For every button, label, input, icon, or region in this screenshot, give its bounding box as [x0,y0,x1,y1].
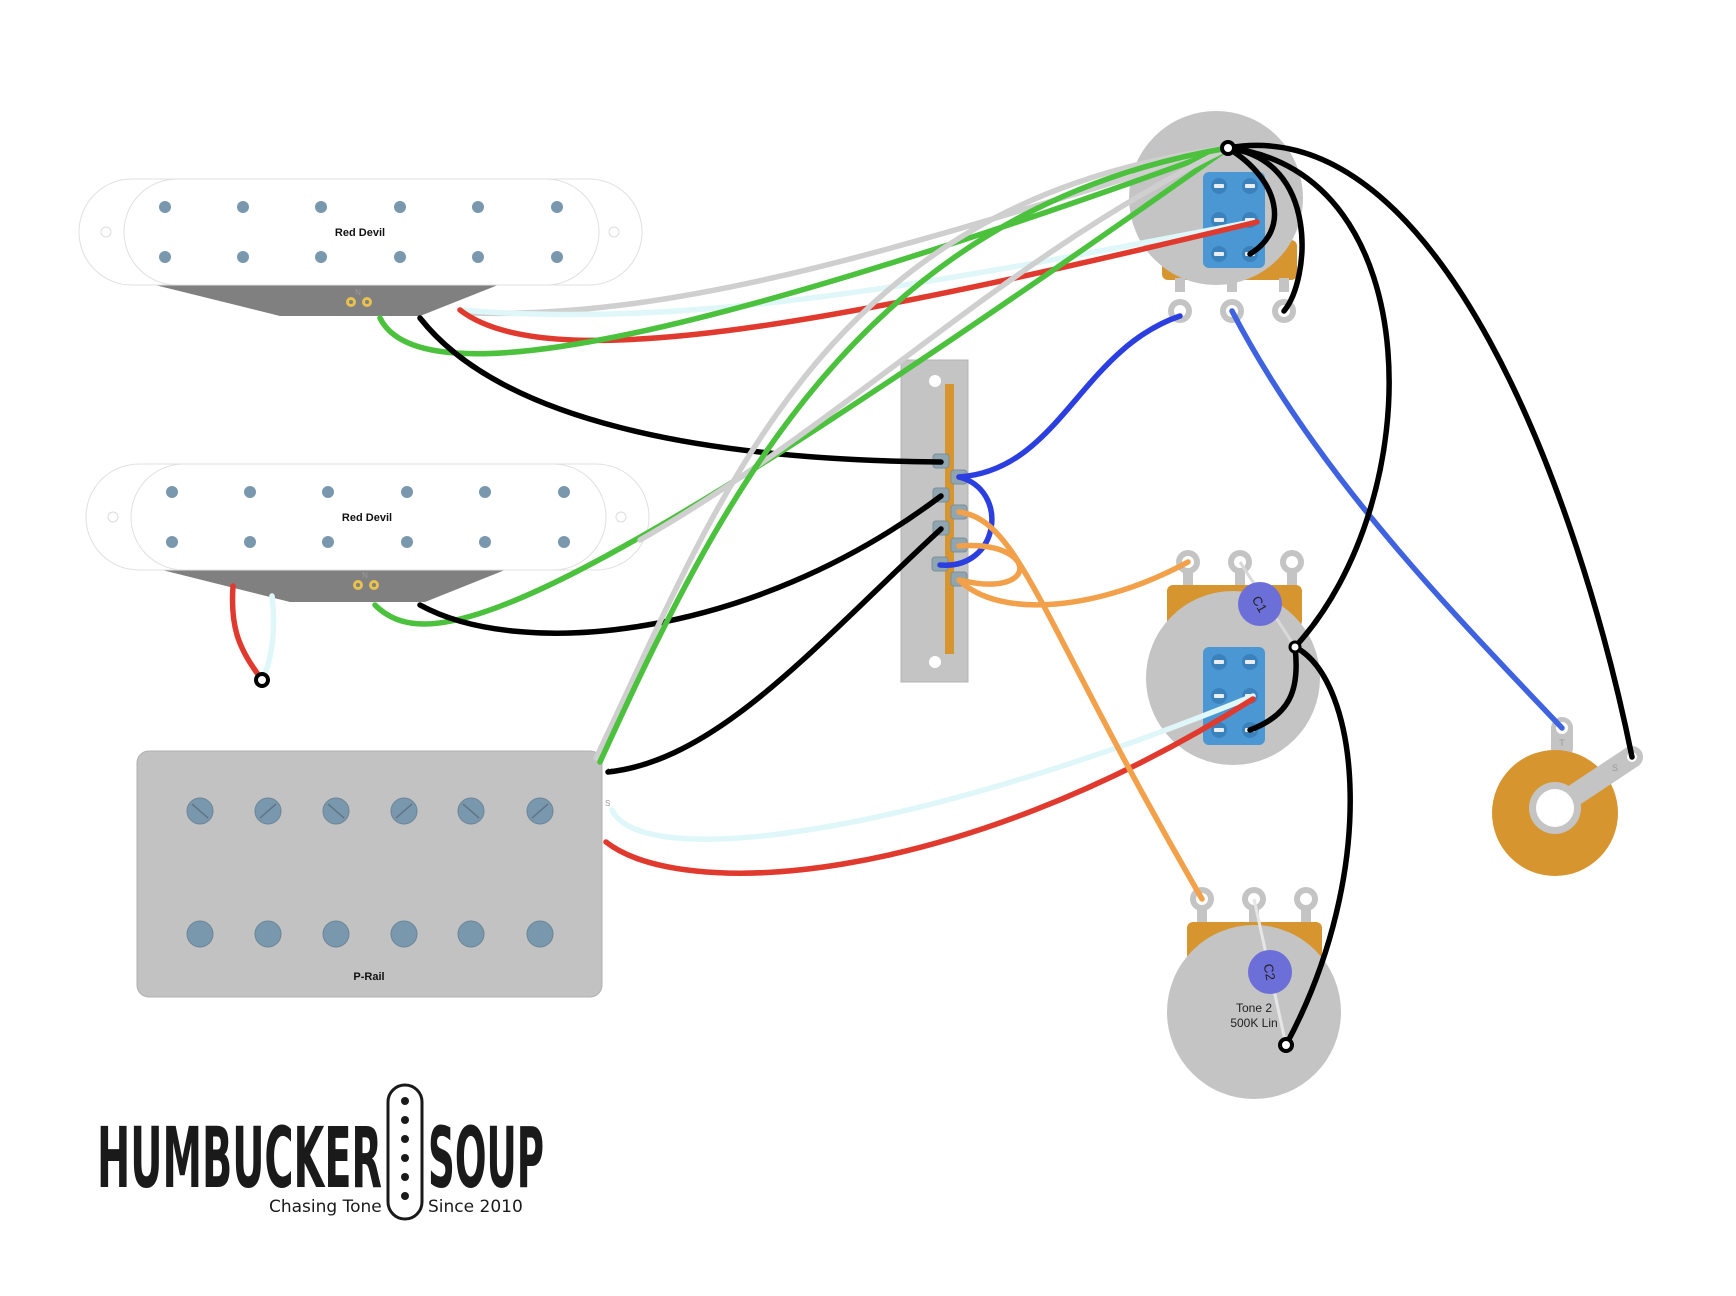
middle-pickup-label: Red Devil [342,512,392,524]
logo-word-right: SOUP [428,1109,544,1207]
wire-switch-orange-2 [956,542,1023,587]
middle-terminal-label: N [362,571,368,580]
ground-solder-tone2 [1278,1037,1294,1053]
wire-neck-bare [457,219,1255,318]
logo-pickup-icon [386,1083,424,1221]
output-jack: T S [1492,717,1643,876]
wire-switch-to-volume-blue [956,313,1183,480]
neck-pickup: Red Devil N [78,178,643,316]
tone2-value: 500K Lin [1230,1016,1277,1030]
wire-neck-red [457,219,1260,344]
wire-ground-tone1-to-tone2 [1283,644,1353,1048]
wire-bridge-white [593,145,1231,761]
wire-ground-vol-lug3 [1225,145,1305,314]
push-pull-switch [1203,172,1265,268]
pot-body [1167,925,1341,1099]
wire-middle-white [637,145,1231,543]
wire-switch-orange-3 [956,559,1191,608]
wire-middle-bare [259,593,277,683]
humbucker-cover [136,750,603,998]
wire-middle-black [417,493,944,636]
capacitor-c1-label: C1 [1249,593,1270,615]
wire-ground-tone1-switch [1247,644,1299,733]
neck-pickup-label: Red Devil [335,227,385,239]
wires [229,140,1635,1053]
switch-rail [945,384,954,654]
slug-poles [186,920,554,948]
screw-slots [191,803,549,819]
wire-neck-black [417,315,944,465]
capacitor-c2-label: C2 [1261,963,1279,982]
pickup-base [155,285,498,316]
wire-ground-to-jack [1225,142,1635,760]
wire-neck-white [467,145,1231,317]
wire-ground-vol-switch [1225,145,1278,257]
pole-pieces [159,201,563,263]
bridge-pickup-label: P-Rail [353,971,384,983]
tone2-pot: C2 Tone 2 500K Lin [1167,887,1341,1099]
wire-middle-green [372,145,1231,627]
capacitor-c1 [1238,582,1282,626]
solder-joint [254,672,270,688]
wire-bridge-bare [609,693,1256,842]
wire-bridge-green [597,145,1231,765]
logo-pickup-poles [401,1097,409,1200]
logo-tagline-left: Chasing Tone [269,1197,382,1217]
jack-tip-label: T [1559,738,1565,748]
wire-ground-to-tone1 [1225,145,1392,650]
wire-bridge-red [603,696,1256,876]
middle-pickup: Red Devil N [85,463,650,602]
logo-tagline-right: Since 2010 [428,1197,523,1217]
tone2-label: Tone 2 [1236,1001,1272,1015]
wire-bridge-black [605,526,944,775]
wire-volume-to-jack-tip [1229,308,1565,731]
jack-hole [1536,789,1574,827]
humbucker-soup-logo: HUMBUCKER SOUP Chasing Tone Since 2010 [97,1083,544,1221]
jack-sleeve-label: S [1612,763,1618,773]
neck-terminal-label: N [355,288,361,297]
pole-pieces [166,486,570,548]
pickup-base [162,570,505,602]
logo-word-left: HUMBUCKER [97,1109,382,1207]
bridge-pickup: P-Rail N S [136,750,613,998]
capacitor-c2 [1248,950,1292,994]
wire-middle-red [229,583,265,683]
ground-solder-tone1 [1288,640,1302,654]
ground-solder-volume [1220,140,1236,156]
bridge-terminal-s: S [605,799,610,808]
blade-switch [900,359,969,683]
